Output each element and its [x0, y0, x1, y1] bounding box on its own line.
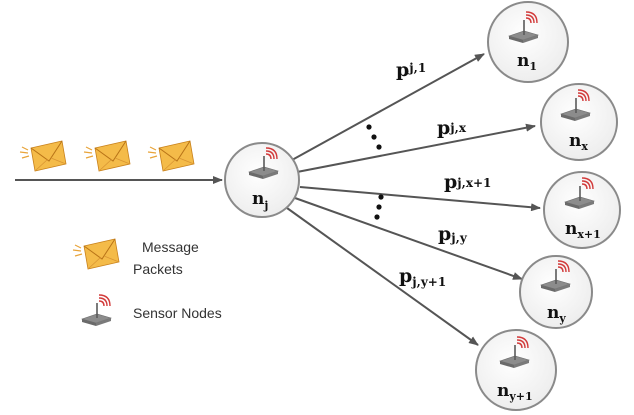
ellipsis-dots-upper	[366, 124, 382, 150]
ellipsis-dots-lower	[374, 194, 384, 220]
target-node-1: n1	[487, 1, 569, 83]
target-node-x: nx	[540, 83, 618, 161]
edge-arrow-1	[291, 53, 485, 161]
legend-sensor-label: Sensor Nodes	[133, 305, 222, 321]
edge-arrow-2	[296, 123, 536, 173]
envelope-icon	[147, 140, 195, 172]
target-node-label: ny+1	[497, 381, 533, 403]
envelope-icon	[72, 238, 120, 270]
edge-label-3: pj,x+1	[444, 171, 491, 193]
sensor-node-icon	[81, 294, 112, 327]
legend-message-label-line2: Packets	[133, 261, 183, 277]
envelope-icon	[83, 140, 131, 172]
legend-message-label-line1: Message	[142, 239, 199, 255]
edge-label-5: pj,y+1	[399, 265, 446, 289]
target-node-label: nx+1	[565, 219, 601, 241]
target-node-y: ny	[519, 255, 593, 329]
edge-label-4: pj,y	[438, 223, 468, 245]
target-node-y-plus-1: ny+1	[475, 329, 557, 411]
target-node-label: n1	[517, 51, 537, 73]
legend: Message Packets Sensor Nodes	[72, 238, 222, 327]
edge-arrow-3	[299, 186, 541, 212]
source-node: nj	[224, 142, 300, 218]
envelope-icon	[19, 140, 67, 172]
target-node-label: ny	[547, 303, 566, 325]
edge-arrow-5	[286, 207, 479, 346]
edge-label-1: pj,1	[396, 59, 426, 81]
target-node-x-plus-1: nx+1	[543, 171, 621, 249]
source-node-label: nj	[252, 189, 268, 212]
target-node-label: nx	[569, 131, 588, 153]
edge-arrow-4	[294, 197, 523, 280]
edge-label-2: pj,x	[437, 117, 467, 139]
